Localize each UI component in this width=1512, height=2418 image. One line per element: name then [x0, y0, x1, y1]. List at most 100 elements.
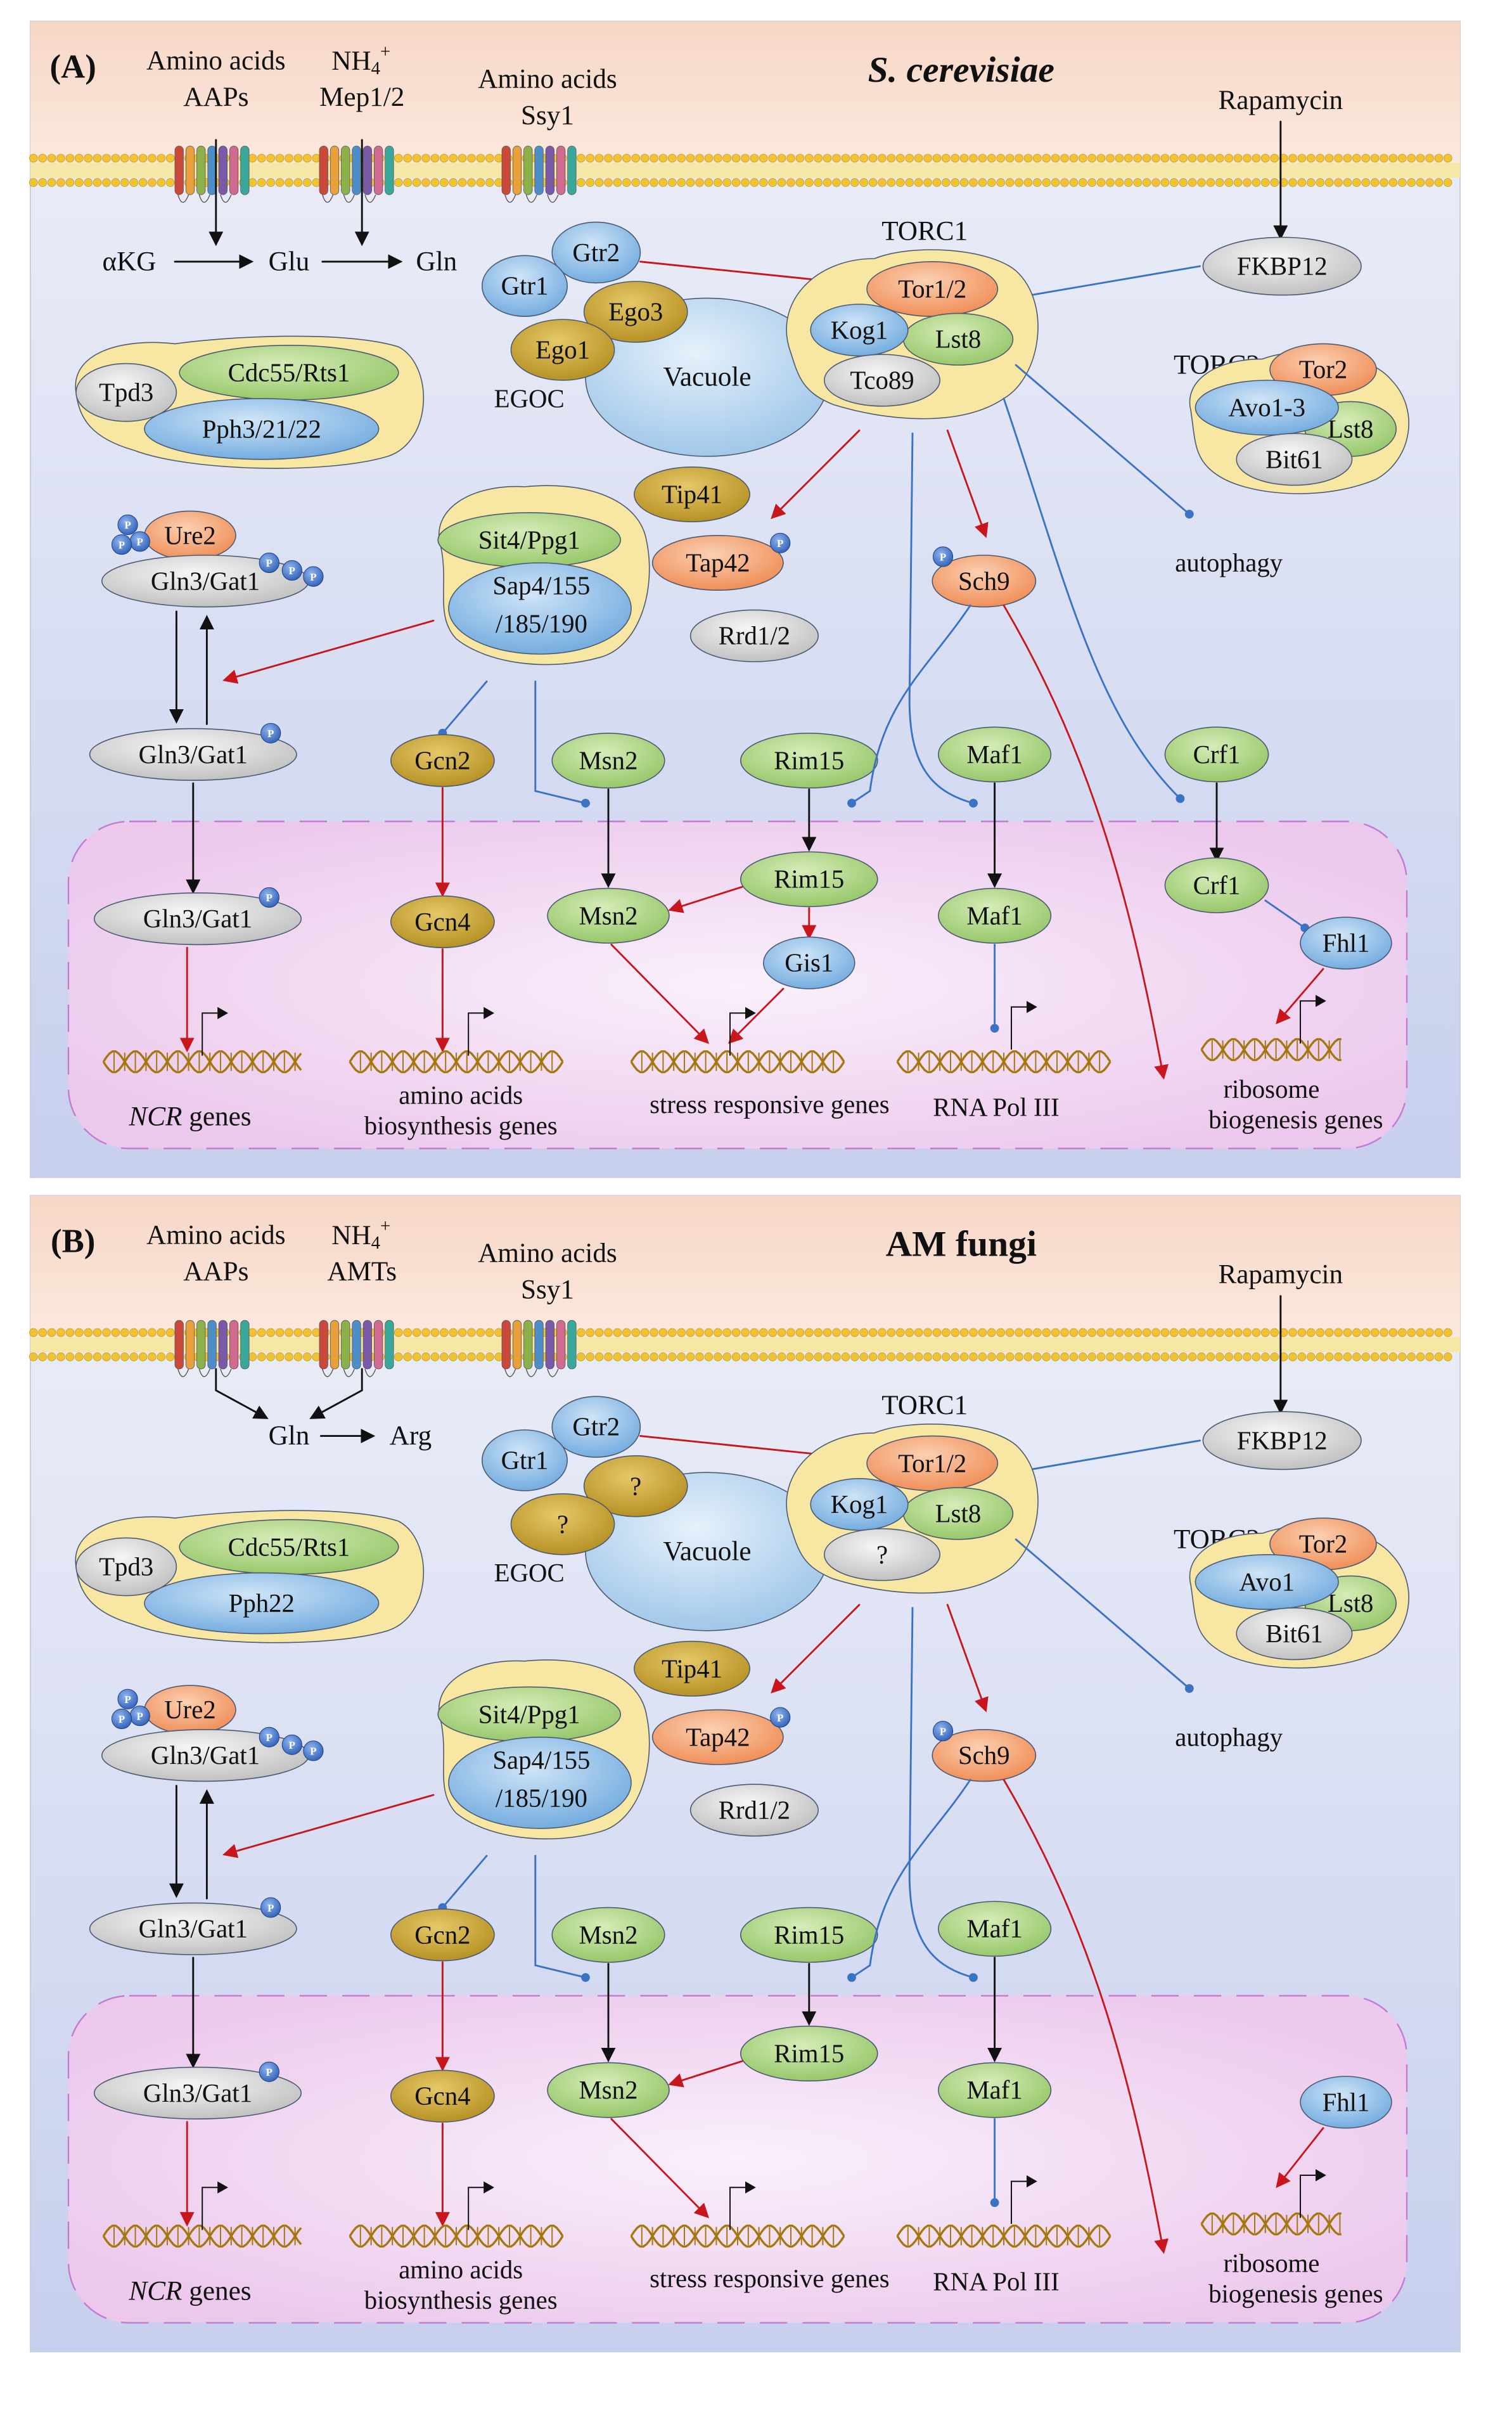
loops: [322, 1368, 376, 1377]
panel-label: (A): [50, 49, 96, 86]
lipid-head: [850, 153, 859, 163]
tip41-label: Tip41: [662, 480, 722, 509]
phospho-bead-label: P: [267, 1902, 274, 1914]
ego3: Ego3: [583, 281, 688, 343]
lipid-head: [1069, 1353, 1079, 1361]
gcn4-shape: [390, 2069, 495, 2123]
lipid-head: [75, 153, 84, 163]
ego1-shape: [510, 1493, 615, 1555]
lipid-head: [403, 1328, 412, 1337]
lipid-head: [658, 178, 668, 187]
helix: [240, 1320, 250, 1370]
lipid-head: [148, 178, 157, 187]
sit4-inhibits-msn2: [534, 1855, 590, 1982]
lipid-head: [157, 1353, 166, 1361]
lipid-head: [138, 178, 148, 187]
bit61-label: Bit61: [1265, 445, 1323, 473]
gcn4-label: Gcn4: [414, 2082, 470, 2111]
lipid-head: [604, 178, 613, 187]
lipid-head: [84, 153, 93, 163]
lipid-head: [1434, 1353, 1444, 1361]
lipid-head: [613, 1328, 622, 1337]
sch9-label: Sch9: [958, 1741, 1010, 1770]
lipid-head: [942, 153, 951, 163]
lipid-head: [658, 153, 668, 163]
pph-label: Pph3/21/22: [202, 415, 321, 443]
lipid-head: [1307, 1353, 1316, 1361]
sch9-activates-ribo-genes: [1003, 1778, 1169, 2254]
lipid-head: [1288, 153, 1297, 163]
lipid-head: [166, 178, 175, 187]
tco89-shape: [824, 354, 941, 407]
lipid-head: [93, 1328, 102, 1337]
tco89-shape: [824, 1528, 941, 1581]
lipid-head: [1233, 1353, 1243, 1361]
lipid-head: [1051, 153, 1060, 163]
maf1-nucleus-label: Maf1: [966, 901, 1022, 930]
helix: [341, 145, 350, 195]
ammonium-label: NH4+: [331, 1216, 390, 1252]
sit4-ppg1: Sit4/Ppg1: [437, 511, 622, 568]
rim15-cytoplasm-label: Rim15: [774, 747, 844, 775]
lipid-head: [841, 1353, 850, 1361]
lipid-head: [795, 1353, 805, 1361]
lipid-head: [1142, 153, 1151, 163]
lipid-head: [293, 178, 303, 187]
torc2-lst8-label: Lst8: [1328, 415, 1374, 443]
lipid-head: [1033, 178, 1042, 187]
msn2-nucleus-label: Msn2: [579, 901, 638, 930]
phospho-bead-shape: [111, 534, 132, 555]
crf1-nucleus: Crf1: [1164, 857, 1269, 913]
lipid-head: [996, 178, 1005, 187]
lipid-head: [805, 178, 814, 187]
tap42-label: Tap42: [686, 1723, 750, 1751]
lipid-head: [1307, 153, 1316, 163]
phospho-bead-shape: [770, 532, 791, 553]
phospho-bead-label: P: [310, 1746, 316, 1758]
lipid-head: [1316, 153, 1324, 163]
lipid-head: [1042, 178, 1051, 187]
lipid-head: [1206, 153, 1215, 163]
cdc55-rts1-label: Cdc55/Rts1: [228, 1533, 350, 1561]
maf1-nucleus: Maf1: [937, 887, 1052, 944]
tco89-label: Tco89: [850, 366, 914, 395]
crf1-cytoplasm-shape: [1164, 726, 1269, 783]
gcn4: Gcn4: [390, 2069, 495, 2123]
torc1-inhibits-maf1: [908, 1607, 978, 1982]
lipid-head: [987, 153, 996, 163]
helix: [523, 1320, 533, 1370]
lipid-head: [914, 153, 923, 163]
lipid-head: [1087, 153, 1096, 163]
tip41-shape: [633, 466, 750, 522]
lipid-head: [1243, 1353, 1252, 1361]
lipid-head: [148, 153, 157, 163]
lipid-head: [1197, 1328, 1206, 1337]
lipid-head: [166, 1328, 175, 1337]
helix: [385, 145, 394, 195]
rim15-activates-msn2: [668, 885, 743, 913]
lipid-head: [1179, 1353, 1188, 1361]
gtr2-label: Gtr2: [572, 1413, 620, 1441]
tco89-label: ?: [876, 1540, 888, 1569]
lipid-head: [1388, 178, 1398, 187]
lipid-head: [1215, 178, 1224, 187]
ssy1-label: Ssy1: [521, 101, 574, 131]
helix: [218, 1320, 227, 1370]
helix: [330, 145, 340, 195]
autophagy-label: autophagy: [1175, 549, 1283, 577]
lipid-head: [1133, 1328, 1142, 1337]
lipid-head: [1343, 1353, 1352, 1361]
lipid-head: [1243, 1328, 1252, 1337]
lipid-head: [1380, 153, 1388, 163]
lipid-head: [586, 1328, 594, 1337]
lipid-head: [1087, 1328, 1096, 1337]
lipid-head: [1079, 1353, 1087, 1361]
lipid-head: [449, 153, 458, 163]
lipid-head: [1005, 153, 1015, 163]
lipid-head: [704, 1353, 714, 1361]
lipid-head: [412, 1353, 421, 1361]
lipid-head: [859, 178, 868, 187]
lipid-head: [722, 1328, 731, 1337]
lipid-head: [303, 1328, 312, 1337]
